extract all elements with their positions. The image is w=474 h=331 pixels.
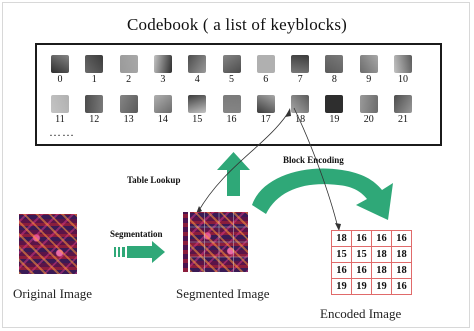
keyblock-swatch xyxy=(153,55,172,73)
segmentation-grid xyxy=(190,212,248,272)
encoded-grid-cell: 19 xyxy=(351,278,372,295)
up-arrow xyxy=(217,152,250,196)
keyblock-swatch xyxy=(222,55,241,73)
keyblock-swatch xyxy=(256,55,275,73)
table-lookup-connector xyxy=(197,109,291,213)
keyblock-index: 3 xyxy=(160,74,166,85)
segmentation-arrow xyxy=(114,241,165,263)
encoded-grid-cell: 19 xyxy=(371,278,392,295)
keyblock-swatch xyxy=(85,95,104,113)
keyblock-swatch xyxy=(51,55,69,73)
keyblock-swatch xyxy=(359,95,378,113)
keyblock-index: 12 xyxy=(89,114,100,125)
segmented-image xyxy=(190,212,248,272)
keyblock-index: 17 xyxy=(260,114,271,125)
keyblock-swatch xyxy=(119,55,138,73)
encoded-grid-cell: 16 xyxy=(351,230,372,247)
block-encoding-label: Block Encoding xyxy=(283,155,344,165)
keyblock-swatch xyxy=(394,95,412,113)
encoded-grid-cell: 16 xyxy=(391,230,412,247)
keyblock-swatch xyxy=(291,95,310,113)
keyblock-index: 14 xyxy=(157,114,168,125)
encoded-grid-cell: 18 xyxy=(391,246,412,263)
encoded-grid-cell: 18 xyxy=(371,262,392,279)
keyblock-swatch xyxy=(291,55,310,73)
keyblock-swatch xyxy=(359,55,378,73)
codebook-title: Codebook ( a list of keyblocks) xyxy=(126,15,348,34)
keyblock-index: 1 xyxy=(91,74,97,85)
block-encoding-arrow xyxy=(252,168,393,220)
keyblock-swatch xyxy=(188,55,207,73)
keyblock-index: 4 xyxy=(194,74,200,85)
keyblock-swatch xyxy=(188,95,207,113)
keyblock-index: 16 xyxy=(226,114,237,125)
segmented-image-edge xyxy=(183,212,188,272)
keyblock-index: 13 xyxy=(123,114,134,125)
encoded-grid-cell: 15 xyxy=(331,246,352,263)
original-image-caption: Original Image xyxy=(13,286,93,301)
encoded-grid-cell: 16 xyxy=(391,278,412,295)
segmented-image-caption: Segmented Image xyxy=(176,286,270,301)
table-lookup-arrowhead xyxy=(285,108,291,117)
keyblock-swatch xyxy=(325,55,344,73)
keyblock-swatch xyxy=(222,95,241,113)
encoded-grid-cell: 18 xyxy=(371,246,392,263)
encoded-grid-cell: 16 xyxy=(371,230,392,247)
table-lookup-label: Table Lookup xyxy=(127,175,181,185)
figure-frame xyxy=(2,2,470,328)
keyblock-index: 19 xyxy=(329,114,340,125)
keyblock-index: 0 xyxy=(57,74,63,85)
keyblock-swatch xyxy=(153,95,172,113)
block-encoding-connector xyxy=(293,107,339,229)
keyblock-index: 18 xyxy=(295,114,306,125)
keyblock-index: 2 xyxy=(126,74,132,85)
keyblock-index: 20 xyxy=(363,114,374,125)
original-image xyxy=(19,214,77,274)
keyblock-swatch xyxy=(85,55,104,73)
keyblock-index: 7 xyxy=(297,74,303,85)
keyblock-index: 10 xyxy=(398,74,408,85)
keyblock-index: 8 xyxy=(331,74,337,85)
keyblock-swatch xyxy=(51,95,69,113)
keyblock-swatch xyxy=(256,95,275,113)
encoded-grid-cell: 18 xyxy=(331,230,352,247)
keyblock-swatch xyxy=(394,55,412,73)
codebook-ellipsis: …… xyxy=(49,125,75,139)
encoded-image-caption: Encoded Image xyxy=(320,306,402,321)
keyblock-index: 5 xyxy=(229,74,234,85)
keyblock-index: 11 xyxy=(55,114,65,125)
encoded-grid-cell: 16 xyxy=(331,262,352,279)
keyblock-index: 6 xyxy=(263,74,269,85)
encoded-grid-cell: 16 xyxy=(351,262,372,279)
encoded-grid-cell: 18 xyxy=(391,262,412,279)
encoded-grid-cell: 19 xyxy=(331,278,352,295)
encoded-grid-cell: 15 xyxy=(351,246,372,263)
keyblock-swatch xyxy=(325,95,344,113)
keyblock-index: 9 xyxy=(366,74,372,85)
keyblock-index: 15 xyxy=(192,114,203,125)
keyblock-swatch xyxy=(119,95,138,113)
keyblock-index: 21 xyxy=(398,114,408,125)
segmentation-label: Segmentation xyxy=(110,229,163,239)
